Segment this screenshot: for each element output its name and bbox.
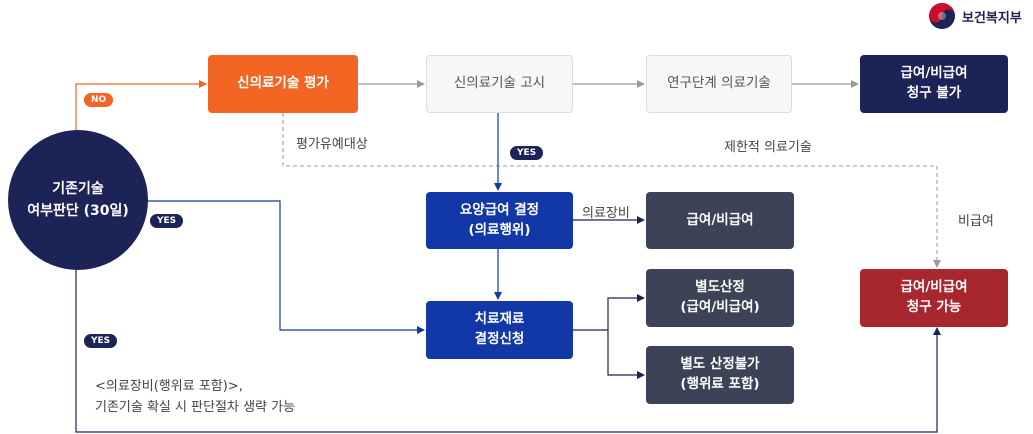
- arrow-yes-to-material: [133, 200, 425, 334]
- no-badge: NO: [84, 93, 114, 107]
- arrow-material-to-separate: [573, 294, 645, 331]
- yes-badge-coverage: YES: [510, 146, 544, 160]
- deferred-eval-label: 평가유예대상: [296, 137, 368, 152]
- coverage-decision-node: 요양급여 결정 (의료행위): [426, 192, 573, 249]
- yes-badge-bottom: YES: [84, 334, 118, 348]
- limited-tech-label: 제한적 의료기술: [724, 140, 812, 155]
- new-tech-eval-node: 신의료기술 평가: [208, 55, 358, 113]
- non-benefit-label: 비급여: [958, 214, 994, 229]
- taegeuk-emblem-icon: [929, 3, 955, 29]
- dashed-deferred-path: [282, 113, 941, 268]
- arrow-material-to-unavailable: [607, 330, 645, 379]
- ministry-name: 보건복지부: [962, 10, 1022, 26]
- claim-available-node: 급여/비급여 청구 가능: [860, 269, 1008, 327]
- medical-equipment-label: 의료장비: [582, 206, 630, 221]
- equipment-note: <의료장비(행위료 포함)>, 기존기술 확실 시 판단절차 생략 가능: [95, 379, 296, 415]
- research-stage-tech-node: 연구단계 의료기술: [646, 55, 792, 113]
- existing-tech-check-node: 기존기술 여부판단 (30일): [8, 130, 148, 270]
- new-tech-notice-node: 신의료기술 고시: [426, 55, 573, 113]
- claim-unavailable-node: 급여/비급여 청구 불가: [860, 55, 1008, 113]
- separate-calc-unavailable-node: 별도 산정불가 (행위료 포함): [646, 346, 794, 404]
- arrow-no-to-eval: [75, 80, 207, 130]
- separate-calc-node: 별도산정 (급여/비급여): [646, 269, 794, 327]
- ministry-logo: 보건복지부: [928, 2, 1022, 30]
- benefit-nonbenefit-node: 급여/비급여: [646, 192, 794, 249]
- treatment-material-node: 치료재료 결정신청: [426, 301, 573, 359]
- yes-badge-material: YES: [150, 214, 184, 228]
- arrow-yes-bottom-to-claim: [75, 270, 941, 433]
